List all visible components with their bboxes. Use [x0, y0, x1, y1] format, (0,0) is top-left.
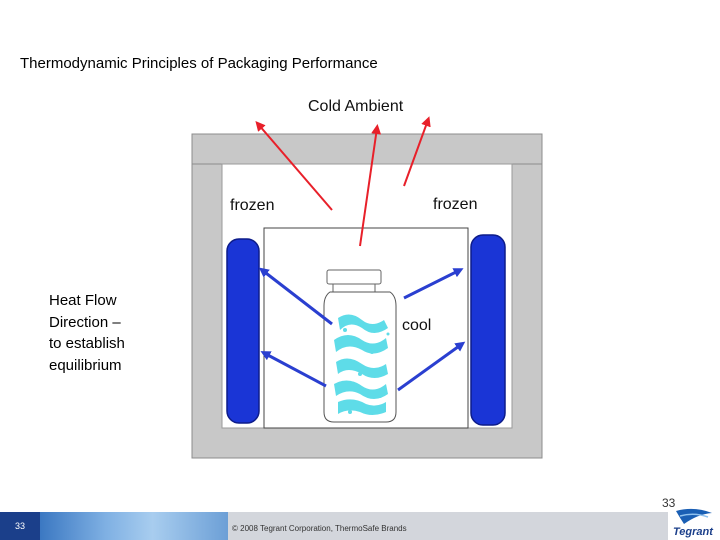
tegrant-logo: Tegrant — [673, 508, 714, 538]
cool-label: cool — [402, 317, 432, 334]
heat-flow-line: Direction – — [49, 313, 121, 331]
heat-arrow-blue-lower-left — [260, 351, 327, 388]
heat-arrow-blue-lower-right — [397, 341, 466, 392]
bottle-neck — [332, 283, 376, 293]
heat-flow-caption: Heat Flow Direction – to establish equil… — [49, 290, 159, 376]
heat-arrow-blue-upper-left — [258, 267, 333, 326]
insulated-lid — [191, 133, 543, 165]
heat-arrow-blue-upper-right — [403, 268, 464, 300]
frozen-right-label: frozen — [433, 196, 478, 213]
slide-number-right: 33 — [662, 496, 676, 510]
heat-flow-line: to establish — [49, 335, 125, 352]
frozen-left-label: frozen — [230, 197, 275, 214]
bottle-cap — [326, 269, 382, 285]
slide-number-left: 33 — [0, 512, 40, 540]
heat-flow-line: equilibrium — [49, 356, 122, 374]
bottle-contents — [334, 314, 390, 415]
copyright-text: © 2008 Tegrant Corporation, ThermoSafe B… — [232, 524, 407, 533]
cold-ambient-label: Cold Ambient — [308, 98, 404, 115]
ice-pack-left — [226, 238, 260, 424]
heat-flow-line: Heat Flow — [49, 292, 117, 309]
ice-pack-right — [470, 234, 506, 426]
heat-arrow-red-left — [255, 120, 333, 211]
heat-arrow-red-right — [403, 116, 431, 187]
heat-arrow-red-middle — [359, 124, 382, 247]
footer-bar — [228, 512, 668, 540]
logo-wordmark: Tegrant — [673, 526, 714, 538]
slide-title: Thermodynamic Principles of Packaging Pe… — [20, 55, 378, 72]
footer-decorative-strip — [40, 512, 228, 540]
